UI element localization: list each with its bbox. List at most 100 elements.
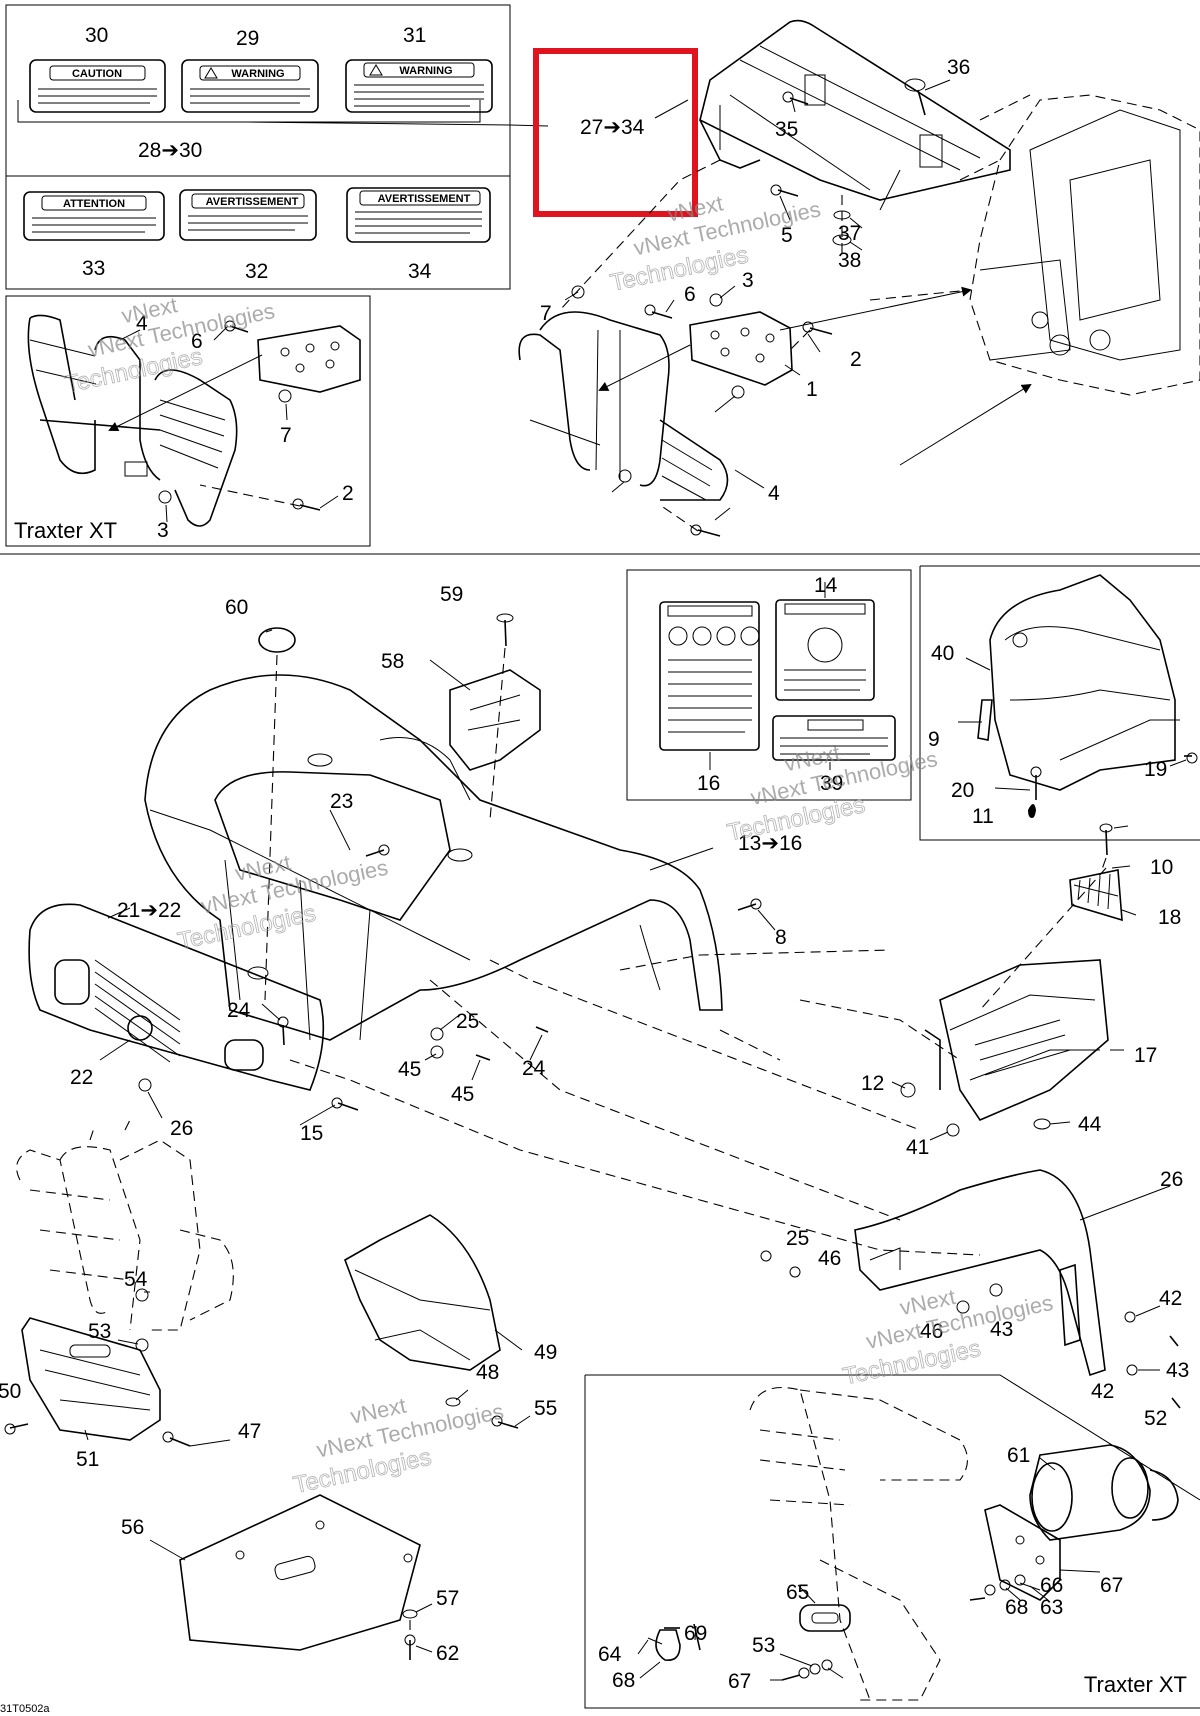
callout: 42 bbox=[1091, 1380, 1114, 1403]
callout: 31 bbox=[403, 24, 426, 47]
callout: 35 bbox=[775, 118, 798, 141]
decal-panel: CAUTION WARNING WARNING bbox=[5, 4, 549, 290]
callout: 38 bbox=[838, 249, 861, 272]
front-rack-assembly bbox=[518, 19, 1200, 537]
callout: 33 bbox=[82, 257, 105, 280]
callout: 40 bbox=[931, 642, 954, 665]
callout: 21➔22 bbox=[117, 899, 181, 922]
callout: 10 bbox=[1150, 856, 1173, 879]
highlight-box bbox=[533, 48, 698, 217]
callout: 53 bbox=[752, 1634, 775, 1657]
callout: 48 bbox=[476, 1361, 499, 1384]
callout: 50 bbox=[0, 1380, 21, 1403]
callout: 6 bbox=[684, 283, 696, 306]
callout: 26 bbox=[1160, 1168, 1183, 1191]
callout: 41 bbox=[906, 1136, 929, 1159]
callout: 65 bbox=[786, 1581, 809, 1604]
callout: 68 bbox=[612, 1669, 635, 1692]
callout: 22 bbox=[70, 1066, 93, 1089]
group-label-front-body-decals: 13➔16 bbox=[738, 832, 802, 855]
decal-warning-english-1: WARNING bbox=[181, 59, 319, 113]
callout: 16 bbox=[697, 772, 720, 795]
callout: 53 bbox=[88, 1320, 111, 1343]
callout: 4 bbox=[136, 312, 148, 335]
callout: 67 bbox=[1100, 1574, 1123, 1597]
callout: 24 bbox=[227, 999, 251, 1022]
callout: 52 bbox=[1144, 1407, 1167, 1430]
callout: 30 bbox=[85, 24, 108, 47]
callout: 25 bbox=[456, 1010, 479, 1033]
callout: 68 bbox=[1005, 1596, 1028, 1619]
callout: 7 bbox=[280, 424, 292, 447]
caution-title: CAUTION bbox=[72, 68, 122, 80]
callout: 42 bbox=[1159, 1287, 1182, 1310]
callout: 4 bbox=[768, 482, 780, 505]
front-body-assembly bbox=[28, 613, 981, 1256]
callout: 66 bbox=[1040, 1574, 1063, 1597]
drawing-reference: 31T0502a bbox=[0, 1703, 50, 1715]
callout: 7 bbox=[540, 302, 552, 325]
group-label-top-decals: 28➔30 bbox=[138, 139, 202, 162]
callout: 5 bbox=[781, 224, 793, 247]
callout: 2 bbox=[850, 348, 862, 371]
callout: 61 bbox=[1007, 1444, 1030, 1467]
callout: 2 bbox=[342, 482, 354, 505]
callout: 8 bbox=[775, 926, 787, 949]
avertissement-title-1: AVERTISSEMENT bbox=[206, 196, 299, 208]
callout: 34 bbox=[408, 260, 432, 283]
model-label-top: Traxter XT bbox=[14, 518, 117, 543]
callout: 63 bbox=[1040, 1596, 1063, 1619]
avertissement-title-2: AVERTISSEMENT bbox=[378, 193, 471, 205]
model-label-bottom: Traxter XT bbox=[1084, 1672, 1187, 1697]
callout: 47 bbox=[238, 1420, 261, 1443]
watermarks: vNext vNext Technologies Technologies vN… bbox=[62, 190, 1055, 1499]
callout: 6 bbox=[191, 330, 203, 353]
callout: 59 bbox=[440, 583, 463, 606]
callout: 1 bbox=[806, 378, 818, 401]
callout: 24 bbox=[522, 1057, 546, 1080]
callout: 46 bbox=[818, 1247, 841, 1270]
callout: 18 bbox=[1158, 906, 1181, 929]
callout: 67 bbox=[728, 1670, 751, 1693]
callout: 32 bbox=[245, 260, 268, 283]
callout: 14 bbox=[814, 574, 838, 597]
callout: 26 bbox=[170, 1117, 193, 1140]
winch-inset: Traxter XT bbox=[584, 1374, 1200, 1709]
attention-title-1: ATTENTION bbox=[63, 198, 125, 210]
decal-attention-french: ATTENTION bbox=[23, 191, 165, 241]
callout: 20 bbox=[951, 779, 974, 802]
callout: 54 bbox=[124, 1268, 148, 1291]
callout: 45 bbox=[451, 1083, 474, 1106]
callout: 43 bbox=[990, 1318, 1013, 1341]
callout: 9 bbox=[928, 728, 940, 751]
callout: 43 bbox=[1166, 1359, 1189, 1382]
lower-bumper-assembly bbox=[4, 1119, 531, 1660]
callout: 45 bbox=[398, 1058, 421, 1081]
callout: 37 bbox=[838, 222, 861, 245]
decal-avertissement-french-2: AVERTISSEMENT bbox=[346, 187, 491, 243]
traxter-xt-inset-top: Traxter XT bbox=[5, 295, 371, 547]
decal-caution-english: CAUTION bbox=[29, 59, 166, 113]
callout-numbers: 30 29 31 33 32 34 36 35 5 37 38 7 6 3 2 … bbox=[0, 24, 1189, 1693]
callout: 49 bbox=[534, 1341, 557, 1364]
callout: 64 bbox=[598, 1643, 622, 1666]
decal-panel-front bbox=[626, 569, 912, 801]
right-body-parts bbox=[760, 823, 1181, 1409]
callout: 46 bbox=[920, 1320, 943, 1343]
callout: 36 bbox=[947, 56, 970, 79]
callout: 60 bbox=[225, 596, 248, 619]
callout: 62 bbox=[436, 1642, 459, 1665]
callout: 58 bbox=[381, 650, 404, 673]
callout: 56 bbox=[121, 1516, 144, 1539]
decal-avertissement-french-1: AVERTISSEMENT bbox=[179, 189, 317, 241]
callout: 55 bbox=[534, 1397, 557, 1420]
group-label-decals: 27➔34 bbox=[580, 116, 645, 139]
callout: 69 bbox=[684, 1622, 707, 1645]
callout: 11 bbox=[972, 805, 994, 828]
warning-title-1: WARNING bbox=[231, 68, 284, 80]
callout: 12 bbox=[861, 1072, 884, 1095]
callout: 3 bbox=[157, 519, 169, 542]
callout: 39 bbox=[820, 772, 843, 795]
callout: 57 bbox=[436, 1587, 459, 1610]
